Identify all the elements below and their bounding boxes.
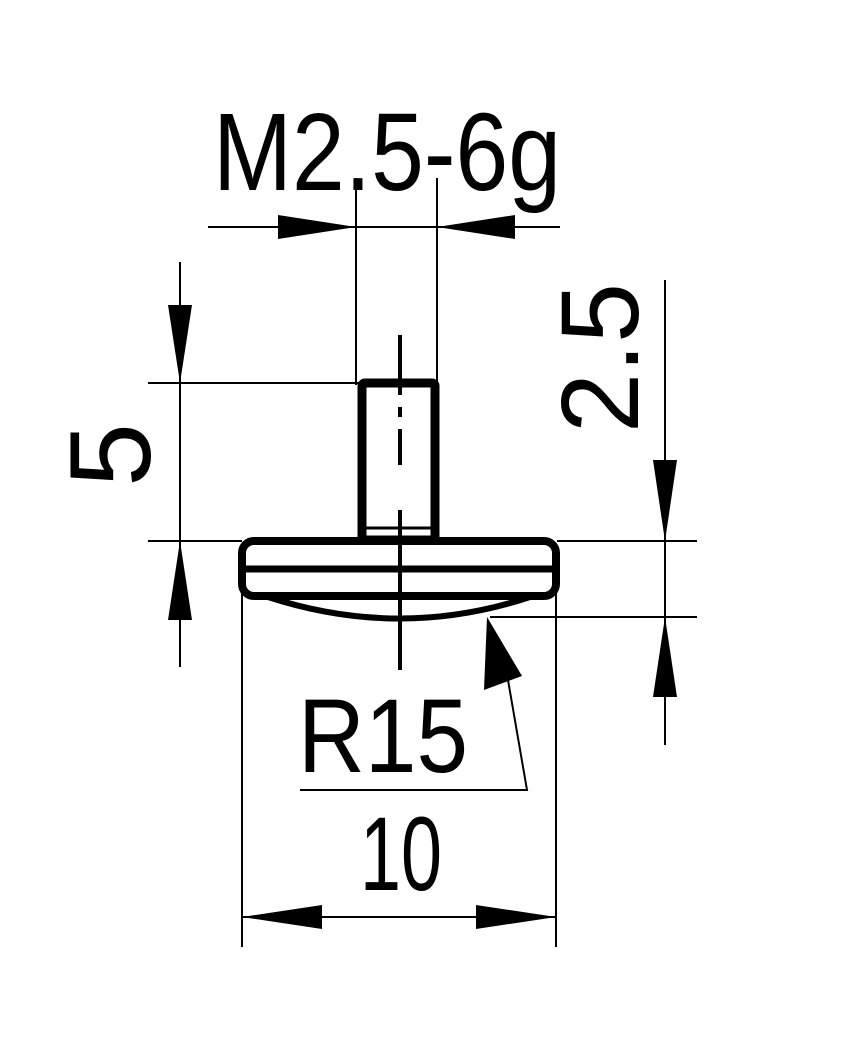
arrow-icon [653,460,677,541]
arrow-icon [484,617,522,690]
radius-leader [300,679,529,791]
arrow-icon [168,305,192,383]
arrow-icon [278,215,356,239]
stud-length-label: 5 [47,423,175,487]
arrow-icon [242,905,322,929]
spherical-face [267,594,531,622]
radius-label: R15 [298,678,468,795]
arrow-icon [168,541,192,620]
thread-label: M2.5-6g [213,91,561,214]
arrow-icon [437,215,515,239]
diameter-label: 10 [360,796,442,913]
head-height-label: 2.5 [539,283,662,433]
arrow-icon [653,617,677,697]
arrow-icon [476,905,556,929]
contact-head [238,537,560,600]
